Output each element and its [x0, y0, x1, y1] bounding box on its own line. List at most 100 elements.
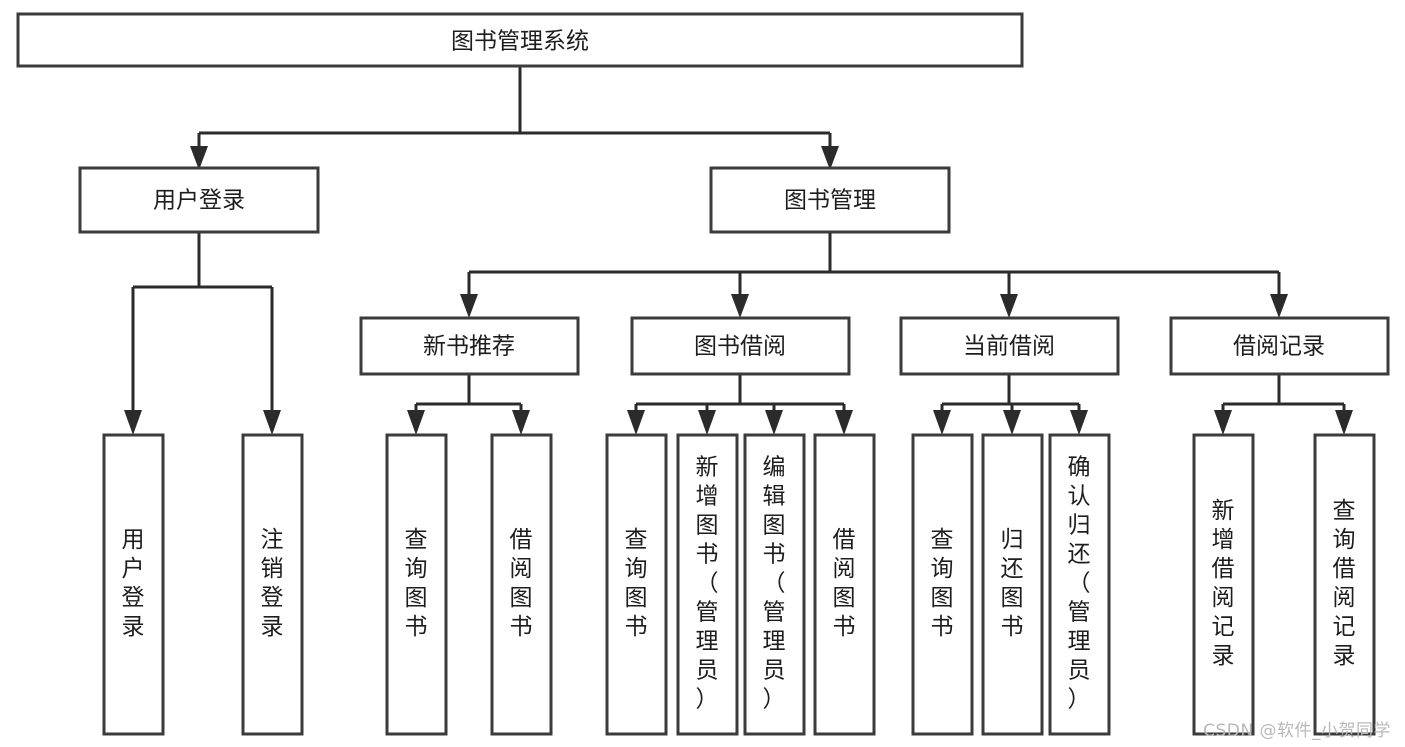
vertical-char: 还	[1001, 556, 1024, 582]
node-new-book-recommend-label: 新书推荐	[423, 334, 515, 360]
vertical-char: 归	[1001, 527, 1024, 553]
vertical-char: 阅	[833, 556, 856, 582]
vertical-char: 询	[1333, 527, 1356, 553]
vertical-char: 书	[625, 614, 648, 640]
arrowhead-to-leaf-2	[263, 410, 281, 435]
node-current-borrow[interactable]: 当前借阅	[899, 316, 1120, 376]
node-leaf-borrow-book-2-box	[813, 433, 876, 736]
node-book-borrow-label: 图书借阅	[694, 334, 786, 360]
vertical-char: 录	[261, 614, 284, 640]
vertical-char: 询	[405, 556, 428, 582]
vertical-char: 询	[625, 556, 648, 582]
node-leaf-edit-book-admin-box	[743, 433, 806, 736]
vertical-char: 员	[1068, 658, 1091, 684]
vertical-char: 归	[1068, 513, 1091, 539]
vertical-char: 图	[510, 585, 533, 611]
node-leaf-borrow-book-1-box	[490, 433, 553, 736]
node-book-manage-box	[709, 166, 951, 234]
vertical-char: 员	[696, 658, 719, 684]
node-borrow-record-label: 借阅记录	[1233, 334, 1325, 360]
node-user-login[interactable]: 用户登录	[78, 166, 320, 234]
vertical-char: 阅	[510, 556, 533, 582]
node-borrow-record-box	[1169, 316, 1390, 376]
arrowhead-to-leaf-4	[512, 410, 530, 435]
vertical-char: 编	[763, 455, 786, 481]
vertical-char: 员	[763, 658, 786, 684]
vertical-char: 录	[122, 614, 145, 640]
node-leaf-query-book-3-box	[911, 433, 974, 736]
vertical-char: 管	[763, 600, 786, 626]
vertical-char: 书	[510, 614, 533, 640]
vertical-char: 查	[931, 527, 954, 553]
node-borrow-record[interactable]: 借阅记录	[1169, 316, 1390, 376]
arrowhead-to-leaf-9	[933, 410, 951, 435]
vertical-char: （	[1068, 571, 1091, 597]
vertical-char: 记	[1333, 614, 1356, 640]
node-user-login-box	[78, 166, 320, 234]
edge-root-to-level2-trunk	[197, 66, 832, 155]
vertical-char: 户	[122, 556, 145, 582]
arrowhead-to-leaf-8	[835, 410, 853, 435]
vertical-char: 借	[1212, 556, 1235, 582]
connector-layer	[124, 66, 1353, 435]
arrowhead-to-user-login	[190, 146, 208, 170]
vertical-char: 新	[1212, 498, 1235, 524]
vertical-char: 理	[1068, 629, 1091, 655]
vertical-char: 认	[1068, 484, 1091, 510]
node-root-box	[16, 12, 1024, 68]
vertical-char: （	[696, 571, 719, 597]
node-leaf-user-login-box	[102, 433, 165, 736]
vertical-char: 书	[1001, 614, 1024, 640]
node-leaf-user-login[interactable]: 用户登录	[102, 433, 165, 736]
vertical-char: 新	[696, 455, 719, 481]
node-book-manage[interactable]: 图书管理	[709, 166, 951, 234]
node-leaf-user-login-label: 用户登录	[122, 527, 145, 640]
node-new-book-recommend[interactable]: 新书推荐	[359, 316, 580, 376]
vertical-char: 确	[1068, 455, 1091, 481]
vertical-char: ）	[763, 687, 786, 713]
node-root[interactable]: 图书管理系统	[16, 12, 1024, 68]
node-leaf-query-borrow-record-box	[1313, 433, 1376, 736]
vertical-char: 图	[696, 513, 719, 539]
arrowhead-to-leaf-6	[698, 410, 716, 435]
vertical-char: 理	[696, 629, 719, 655]
vertical-char: 登	[261, 585, 284, 611]
vertical-char: 阅	[1333, 585, 1356, 611]
node-leaf-add-borrow-record-box	[1192, 433, 1255, 736]
vertical-char: 图	[1001, 585, 1024, 611]
vertical-char: 书	[931, 614, 954, 640]
vertical-char: 图	[625, 585, 648, 611]
vertical-char: 增	[1212, 527, 1235, 553]
arrowhead-to-current-borrow	[1000, 294, 1018, 318]
vertical-char: 管	[696, 600, 719, 626]
vertical-char: 借	[1333, 556, 1356, 582]
node-book-borrow[interactable]: 图书借阅	[630, 316, 851, 376]
node-leaf-add-book-admin-box	[676, 433, 739, 736]
edge-bookborrow-trunk	[634, 374, 846, 412]
vertical-char: 书	[763, 542, 786, 568]
vertical-char: 登	[122, 585, 145, 611]
edge-newbookrec-trunk	[414, 374, 523, 412]
vertical-char: 用	[122, 527, 145, 553]
vertical-char: 辑	[763, 484, 786, 510]
